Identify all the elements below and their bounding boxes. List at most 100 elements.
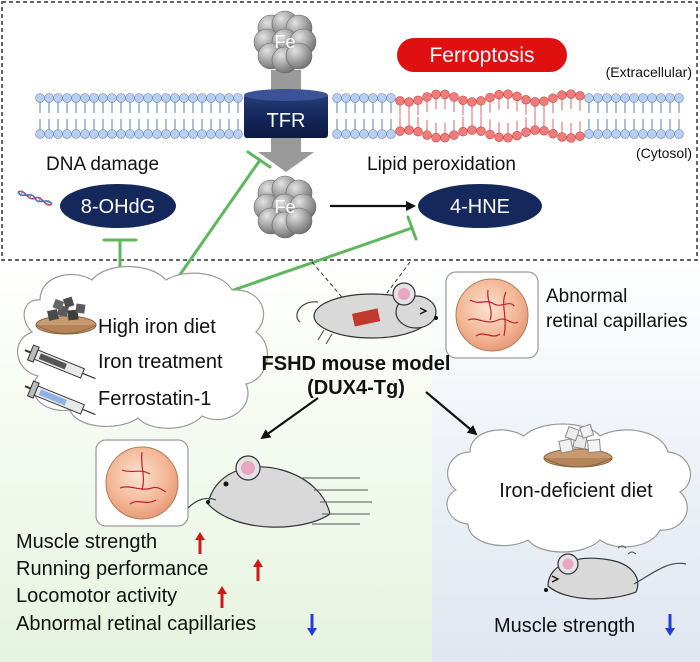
lipid-head (431, 132, 441, 143)
lipid-head (530, 125, 540, 135)
lipid-head (179, 129, 189, 139)
lipid-head (197, 129, 207, 139)
lipid-head (143, 129, 153, 139)
lipid-head (71, 129, 81, 139)
ohdg-label: 8-OHdG (81, 196, 155, 218)
lipid-head (386, 129, 396, 139)
lipid-head (332, 93, 342, 103)
model-subtitle: (DUX4-Tg) (307, 377, 405, 399)
lipid-head (521, 127, 531, 137)
lipid-head (593, 93, 603, 103)
lipid-head (215, 129, 225, 139)
lipid-head (332, 129, 342, 139)
ferroptosis-badge (397, 38, 567, 72)
lipid-head (350, 93, 360, 103)
lipid-head (620, 129, 630, 139)
branch-arrow-left (260, 397, 319, 440)
lipid-head (575, 131, 585, 141)
lipid-head (476, 96, 486, 106)
lipid-head (404, 125, 414, 135)
retina-icon (455, 278, 529, 352)
lipid-head (467, 97, 477, 107)
lipid-head (629, 129, 639, 139)
lipid-head (404, 97, 414, 107)
tfr-receptor (244, 94, 328, 138)
lipid-head (485, 92, 495, 103)
lipid-head (539, 96, 549, 106)
lipid-head (584, 129, 594, 139)
lipid-head (107, 129, 117, 139)
lipid-head (476, 126, 486, 136)
iron-sphere-icon (253, 10, 317, 74)
lipid-head (62, 93, 72, 103)
lipid-head (665, 93, 675, 103)
lipid-head (422, 92, 432, 102)
transport-arrow-shaft (271, 134, 301, 154)
lipid-head (206, 93, 216, 103)
lipid-head (170, 93, 180, 103)
lipid-head (341, 129, 351, 139)
lipid-head (449, 92, 459, 102)
lipid-head (449, 130, 459, 140)
lipid-head (359, 93, 369, 103)
lipid-head (674, 93, 684, 103)
lipid-head (638, 129, 648, 139)
lipid-head (656, 129, 666, 139)
lipid-head (116, 93, 126, 103)
lipid-head (206, 129, 216, 139)
lipid-head (152, 93, 162, 103)
lipid-head (656, 93, 666, 103)
treatment-iron-injection: Iron treatment (98, 351, 223, 373)
lipid-head (170, 129, 180, 139)
lipid-head (134, 93, 144, 103)
lipid-head (368, 93, 378, 103)
up-arrow-icon (253, 559, 263, 581)
lipid-head (341, 93, 351, 103)
iron-atom (285, 42, 313, 70)
lipid-head (485, 129, 495, 140)
outcome-retinal-capillaries: Abnormal retinal capillaries (16, 613, 256, 635)
lipid-head (422, 130, 432, 140)
lipid-head (566, 89, 576, 99)
lipid-head (503, 89, 513, 99)
lipid-head (125, 129, 135, 139)
lipid-head (116, 129, 126, 139)
lipid-head (188, 93, 198, 103)
lipid-head (143, 93, 153, 103)
lipid-head (377, 129, 387, 139)
lipid-head (197, 93, 207, 103)
lipid-head (80, 129, 90, 139)
hne-label: 4-HNE (450, 196, 510, 218)
lipid-head (548, 129, 558, 139)
lipid-head (359, 129, 369, 139)
lipid-head (620, 93, 630, 103)
lipid-head (188, 129, 198, 139)
lipid-head (386, 93, 396, 103)
lipid-head (44, 93, 54, 103)
model-title: FSHD mouse model (262, 353, 451, 375)
treatment-high-iron: High iron diet (98, 316, 216, 338)
iron-syringe-icon (24, 344, 96, 380)
cytosol-label: (Cytosol) (636, 145, 692, 161)
tfr-label: TFR (267, 110, 306, 132)
lipid-head (665, 129, 675, 139)
inhibition-lines (102, 150, 418, 296)
muscle-strength-right: Muscle strength (494, 615, 635, 637)
lipid-bilayer (35, 89, 684, 143)
lipid-head (413, 126, 423, 137)
dna-damage-label: DNA damage (46, 154, 159, 175)
lipid-head (557, 132, 567, 142)
lipid-head (440, 89, 450, 100)
lipid-head (107, 93, 117, 103)
fe-bottom-label: Fe (274, 197, 295, 217)
lipid-head (53, 93, 63, 103)
lipid-head (62, 129, 72, 139)
lipid-head (224, 93, 234, 103)
lipid-head (674, 129, 684, 139)
iron-deficient-diet-label: Iron-deficient diet (499, 480, 653, 502)
lipid-head (638, 93, 648, 103)
lipid-head (521, 95, 531, 105)
lipid-head (44, 129, 54, 139)
branch-arrow-right (425, 391, 478, 436)
